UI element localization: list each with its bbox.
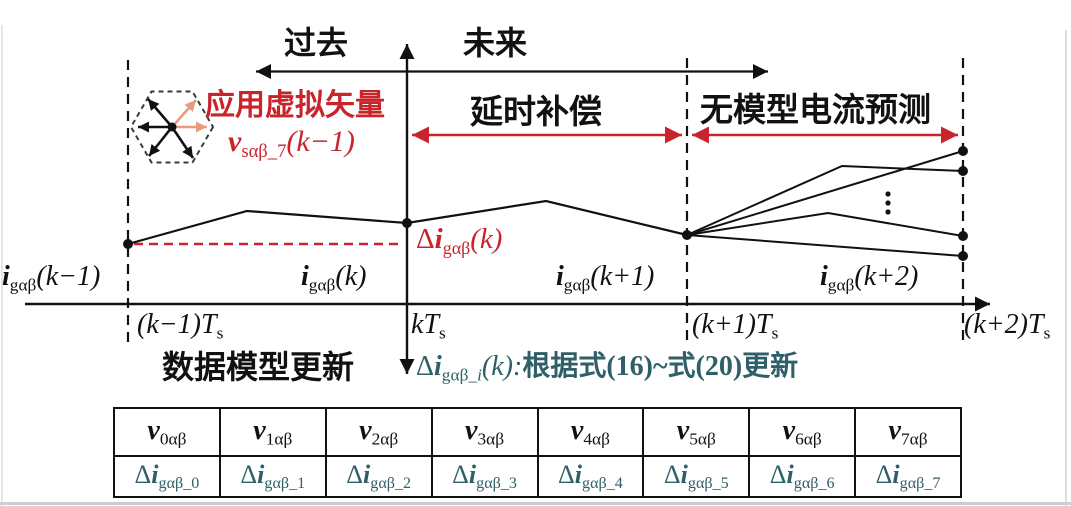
current-symbol: i <box>434 223 443 255</box>
value-cell-6: Δigαβ_6 <box>748 455 857 498</box>
scan-artifact-bottom-edge <box>0 502 1071 505</box>
tick-k-plus-2: (k+2)Ts <box>964 309 1051 343</box>
past-label: 过去 <box>284 25 349 61</box>
dot-prediction-3 <box>958 231 968 241</box>
dot-prediction-1 <box>958 146 968 156</box>
dot-k-plus-1 <box>682 230 692 240</box>
value-cell-4: Δigαβ_4 <box>536 455 645 498</box>
value-cell-2: Δigαβ_2 <box>324 455 433 498</box>
vector-symbol: v <box>228 125 242 158</box>
value-cell-0: Δigαβ_0 <box>113 455 221 498</box>
virtual-vector-formula: vsαβ_7(k−1) <box>228 126 355 161</box>
prediction-line-1 <box>686 150 964 236</box>
header-cell-v4: v4αβ <box>536 407 645 457</box>
vector-delta-table: v0αβ v1αβ v2αβ v3αβ v4αβ v5αβ v6αβ v7αβ … <box>113 407 962 498</box>
current-label-k: igαβ(k) <box>301 261 367 295</box>
model-free-prediction-label: 无模型电流预测 <box>700 93 931 129</box>
current-subscript: gαβ <box>442 237 471 258</box>
value-cell-7: Δigαβ_7 <box>854 455 962 498</box>
vector-subscript: sαβ_7 <box>241 140 287 162</box>
header-cell-v2: v2αβ <box>324 407 433 457</box>
hexagon-center-dot <box>167 122 177 132</box>
prediction-line-3 <box>686 211 964 237</box>
table-header-row: v0αβ v1αβ v2αβ v3αβ v4αβ v5αβ v6αβ v7αβ <box>113 407 962 457</box>
update-rule-label: Δigαβ_i(k):根据式(16)~式(20)更新 <box>416 351 799 385</box>
dot-k <box>402 218 412 228</box>
dot-prediction-2 <box>958 166 968 176</box>
header-cell-v1: v1αβ <box>218 407 327 457</box>
vector-argument: (k−1) <box>286 125 355 158</box>
tick-k-plus-1: (k+1)Ts <box>692 309 779 343</box>
virtual-vectors <box>171 99 207 133</box>
table-value-row: Δigαβ_0 Δigαβ_1 Δigαβ_2 Δigαβ_3 Δigαβ_4 … <box>113 455 962 498</box>
dot-k-minus-1 <box>123 239 133 249</box>
delay-compensation-label: 延时补偿 <box>470 95 602 131</box>
header-cell-v0: v0αβ <box>113 407 221 457</box>
apply-virtual-vector-label: 应用虚拟矢量 <box>205 89 385 122</box>
tick-k-minus-1: (k−1)Ts <box>137 309 224 343</box>
future-label: 未来 <box>463 25 528 61</box>
value-cell-1: Δigαβ_1 <box>218 455 327 498</box>
current-label-k-plus-1: igαβ(k+1) <box>556 261 655 295</box>
prediction-line-2 <box>686 164 964 236</box>
scan-artifact-left-edge <box>1 25 3 506</box>
ellipsis-icon <box>885 191 891 215</box>
virtual-vector-hexagon-icon <box>129 90 215 164</box>
dot-prediction-4 <box>958 251 968 261</box>
header-cell-v6: v6αβ <box>748 407 857 457</box>
header-cell-v5: v5αβ <box>642 407 751 457</box>
current-argument: (k) <box>470 223 503 255</box>
scan-artifact-right-edge <box>1065 30 1067 506</box>
delta-symbol: Δ <box>416 223 435 255</box>
prediction-line-4 <box>686 234 964 257</box>
sample-dots <box>123 146 968 261</box>
tick-k: kTs <box>411 309 446 343</box>
value-cell-3: Δigαβ_3 <box>430 455 539 498</box>
delta-current-label: Δigαβ(k) <box>416 224 502 258</box>
predicted-current-fan <box>686 150 964 257</box>
header-cell-v3: v3αβ <box>430 407 539 457</box>
header-cell-v7: v7αβ <box>854 407 962 457</box>
hexagon-outline <box>129 90 215 164</box>
current-label-k-plus-2: igαβ(k+2) <box>820 261 919 295</box>
data-model-update-label: 数据模型更新 <box>162 349 355 385</box>
current-label-k-minus-1: igαβ(k−1) <box>2 261 101 295</box>
value-cell-5: Δigαβ_5 <box>642 455 751 498</box>
active-vectors <box>138 98 195 159</box>
